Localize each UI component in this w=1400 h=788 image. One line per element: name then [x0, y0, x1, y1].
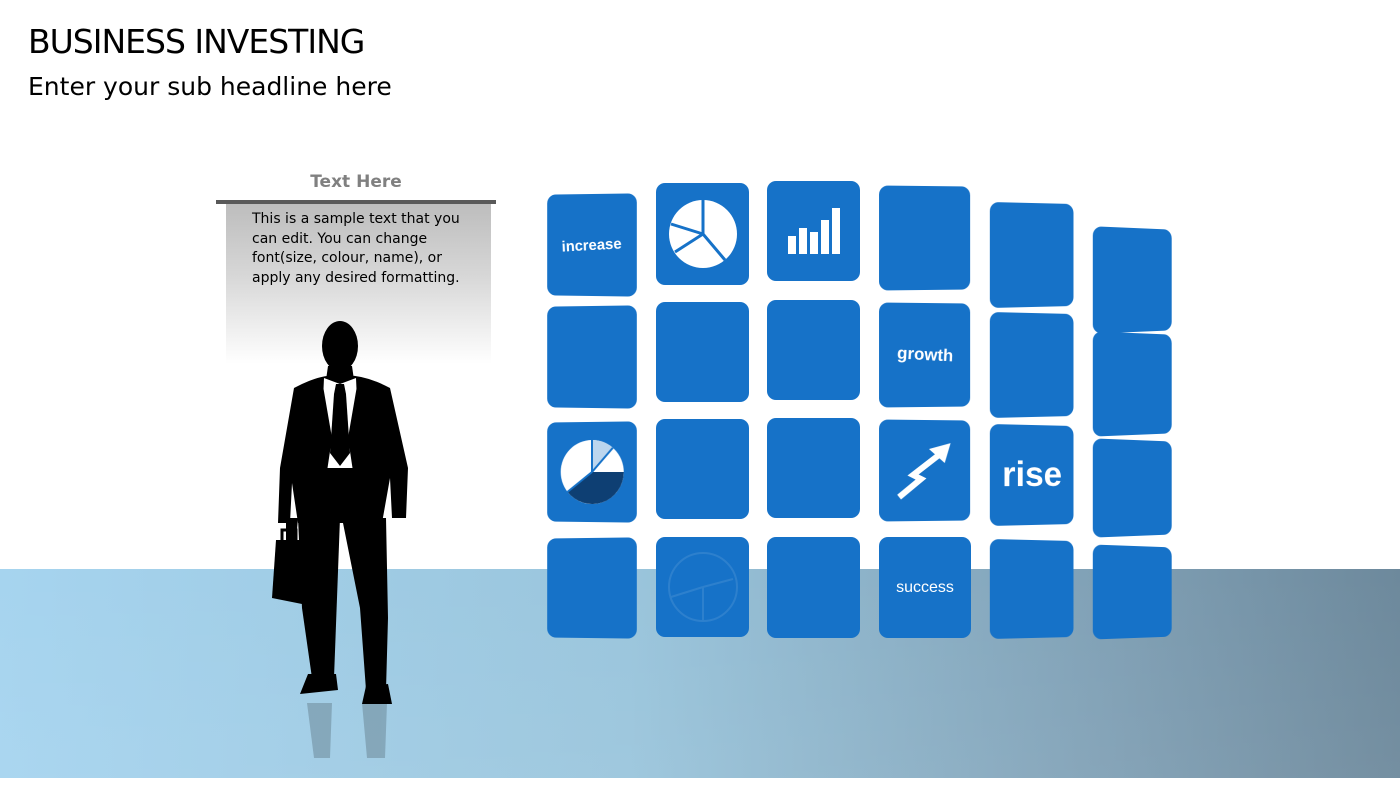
tile-ghost-pie — [656, 537, 749, 637]
tile-increase: increase — [547, 193, 637, 297]
tile-r2-c2 — [656, 302, 749, 402]
tile-r4-c5 — [989, 539, 1074, 639]
text-panel-body: This is a sample text that you can edit.… — [252, 211, 460, 286]
tile-r2-c1 — [547, 305, 637, 409]
tile-r4-c1 — [547, 537, 637, 639]
text-panel-header: Text Here — [310, 172, 402, 192]
tile-pie-chart-2 — [547, 421, 637, 523]
tile-success: success — [879, 537, 971, 638]
tile-r1-c4 — [879, 185, 971, 291]
tile-rise: rise — [989, 423, 1074, 527]
tile-r3-c2 — [656, 419, 749, 519]
tile-r2-c6 — [1092, 331, 1172, 437]
tile-r1-c6 — [1092, 226, 1172, 334]
tile-bar-chart — [767, 181, 860, 281]
tile-label-rise: rise — [1002, 454, 1063, 495]
tile-label-success: success — [896, 578, 954, 596]
tile-r3-c3 — [767, 418, 860, 518]
tile-r3-c6 — [1092, 438, 1172, 538]
tile-growth: growth — [879, 302, 971, 408]
tile-r4-c3 — [767, 537, 860, 638]
bar-chart-icon — [787, 208, 840, 254]
tile-growth-arrow — [879, 419, 971, 522]
text-panel-divider — [216, 200, 496, 204]
pie-chart-icon — [560, 439, 624, 505]
businessman-silhouette — [272, 321, 408, 758]
tile-r2-c5 — [989, 311, 1074, 419]
tile-label-increase: increase — [561, 234, 623, 256]
pie-chart-icon — [668, 200, 737, 268]
tile-r1-c5 — [989, 201, 1074, 309]
tile-r2-c3 — [767, 300, 860, 400]
pie-chart-icon — [667, 552, 738, 622]
slide-subtitle: Enter your sub headline here — [28, 72, 392, 101]
slide-title: BUSINESS INVESTING — [28, 22, 365, 61]
tile-pie-chart — [656, 183, 749, 285]
tile-r4-c6 — [1092, 544, 1172, 640]
arrow-up-icon — [893, 438, 956, 502]
text-panel-background — [226, 204, 491, 364]
tile-label-growth: growth — [896, 343, 954, 366]
